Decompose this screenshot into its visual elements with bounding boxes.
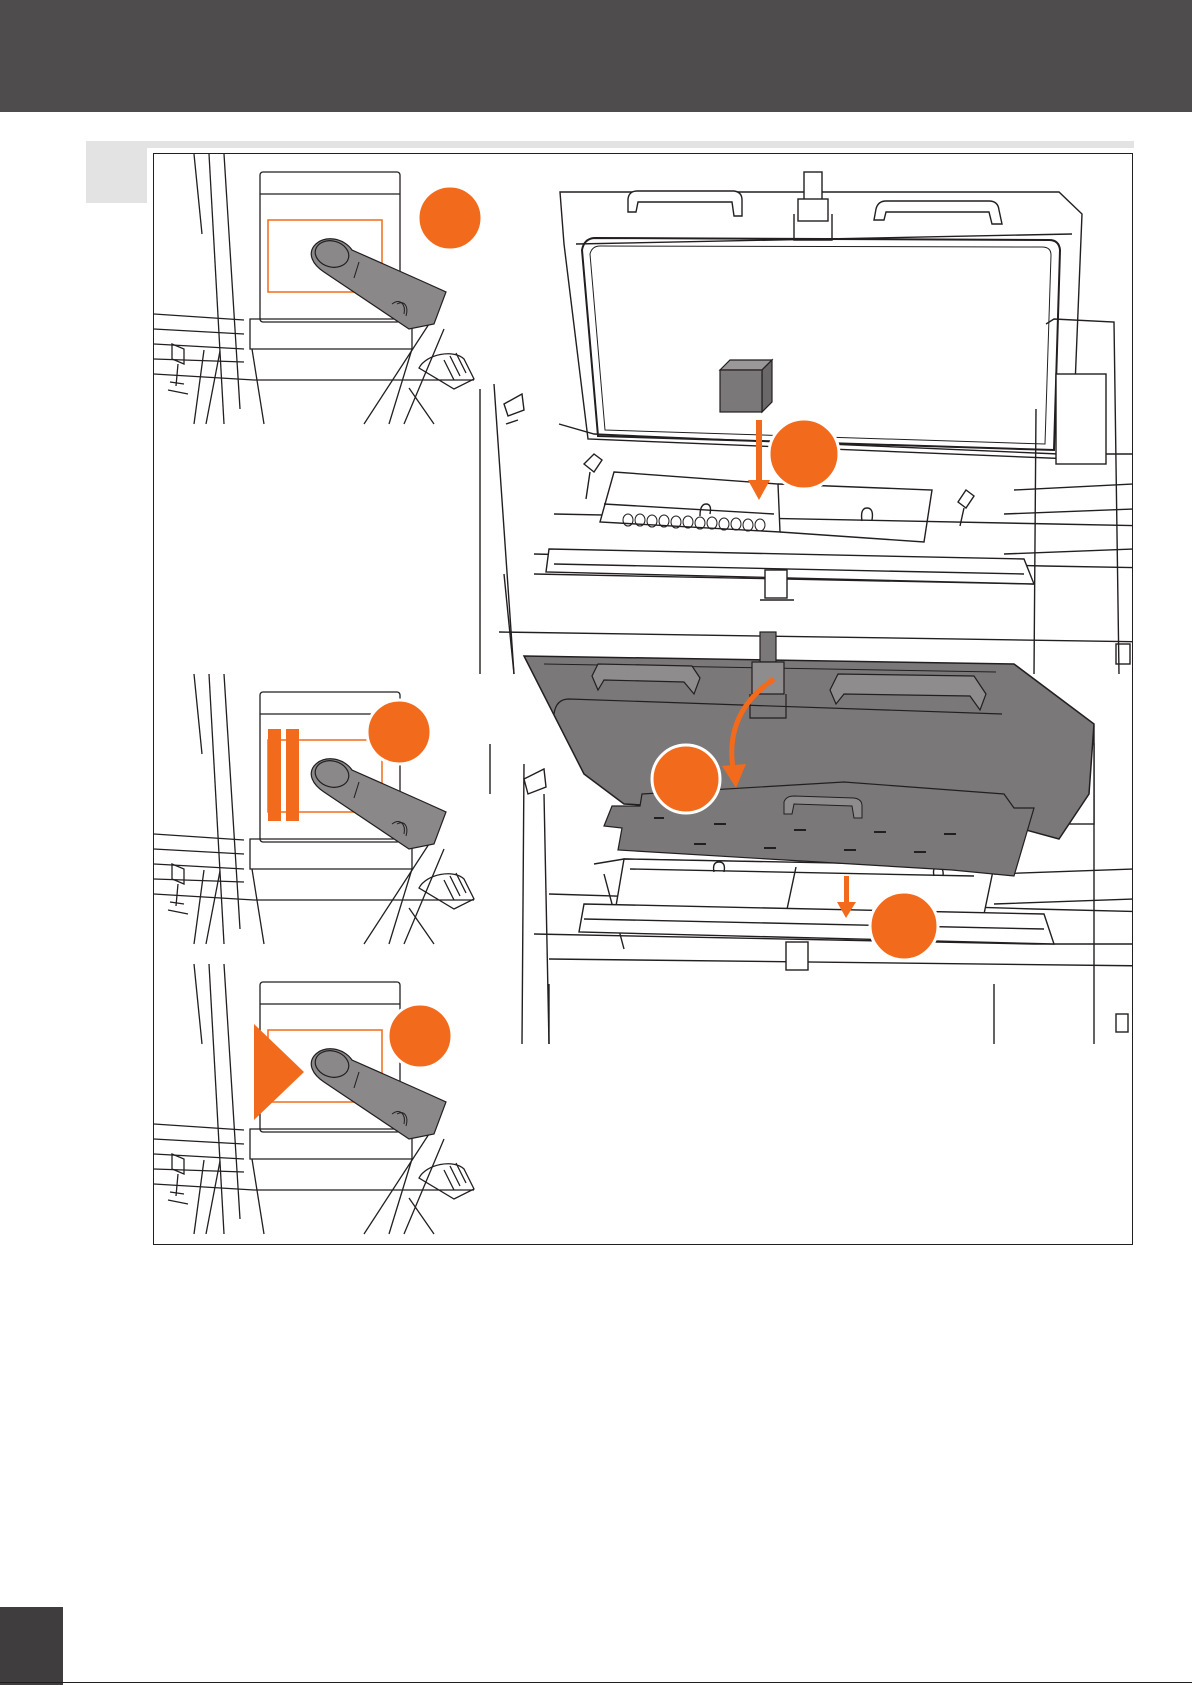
panel-touchscreen-press (154, 154, 482, 424)
panel-lid-close (490, 632, 1133, 1044)
instruction-figure (153, 153, 1133, 1245)
material-box-icon (720, 360, 772, 412)
step-tab (86, 141, 147, 203)
bottom-rule (0, 1682, 1192, 1683)
panel-touchscreen-pause (154, 674, 474, 944)
step-marker-3 (367, 700, 431, 764)
section-rule (147, 141, 1134, 148)
instruction-illustration (154, 154, 1133, 1245)
step-marker-6 (870, 892, 938, 960)
step-marker-5 (388, 1004, 452, 1068)
step-marker-1 (418, 186, 482, 250)
step-marker-4 (652, 745, 720, 813)
step-marker-2 (769, 419, 839, 489)
pause-icon (268, 729, 299, 821)
page-number-block (0, 1607, 63, 1685)
panel-touchscreen-play (154, 964, 474, 1234)
header-banner (0, 0, 1192, 112)
play-icon (254, 1024, 304, 1120)
